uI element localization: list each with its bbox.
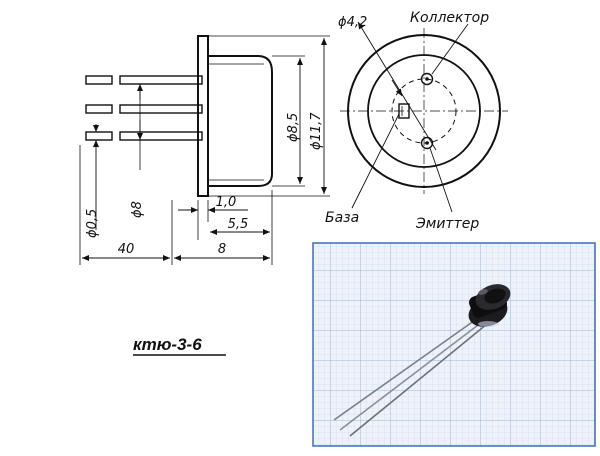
- side-view: [79, 35, 330, 265]
- lead-middle: [85, 104, 203, 114]
- flange-outline: [347, 34, 501, 188]
- end-view: [340, 21, 508, 213]
- pin-emitter: [420, 136, 434, 150]
- photo-lead-1: [333, 317, 479, 421]
- photo-lead-3: [349, 323, 488, 437]
- dim-cap-diameter: ϕ8,5: [286, 113, 301, 142]
- can-body: [208, 55, 273, 187]
- photo-transistor-on-grid: [312, 242, 596, 447]
- label-emitter: Эмиттер: [415, 216, 479, 232]
- lead-top: [85, 75, 203, 85]
- dim-lead-diameter: ϕ0,5: [85, 209, 100, 238]
- photo-lead-2: [339, 321, 483, 431]
- photo-frame: [312, 242, 596, 447]
- dim-center-diameter: ϕ4,2: [338, 15, 367, 30]
- dim-lead-length: 40: [118, 242, 135, 257]
- lead-bottom: [85, 131, 203, 141]
- dim-body-length: 8: [218, 242, 226, 257]
- flange: [197, 35, 209, 197]
- label-collector: Коллектор: [410, 10, 489, 26]
- photo-transistor-can: [468, 284, 511, 327]
- pin-collector: [420, 72, 434, 86]
- dim-cap-length: 5,5: [228, 217, 249, 232]
- dim-flange-thickness: 1,0: [216, 195, 237, 210]
- dim-flange-diameter: ϕ11,7: [309, 112, 324, 150]
- dim-pin-circle: ϕ8: [130, 201, 145, 218]
- label-base: База: [325, 210, 359, 226]
- package-name: ктю-3-6: [133, 335, 202, 354]
- pin-base: [398, 103, 410, 119]
